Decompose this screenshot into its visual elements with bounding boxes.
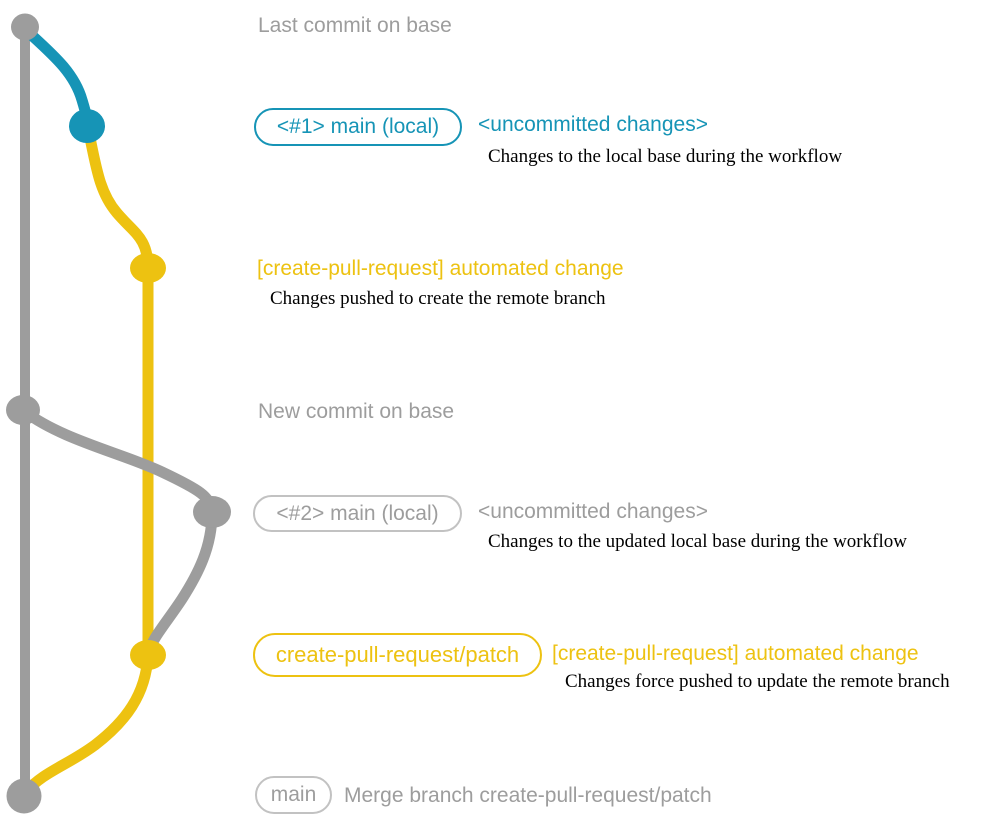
commit-description-3: Changes to the updated local base during… [488,531,907,552]
branch-badge-main-local-1-text: <#1> main (local) [276,115,440,138]
commit-dot-automated-1 [130,253,166,283]
commit-title-automated-1: [create-pull-request] automated change [257,257,624,280]
branch-badge-main-local-2-text: <#2> main (local) [276,501,439,525]
commit-dot-last-base [11,13,39,41]
branch-badge-main: main [255,776,332,814]
branch-badge-patch-text: create-pull-request/patch [275,642,520,667]
patch-merge-curve [20,649,154,798]
commit-description-1: Changes to the local base during the wor… [488,146,843,167]
branch-badge-main-local-1: <#1> main (local) [254,108,462,146]
updated-local-main-curve [18,405,218,660]
last-commit-label: Last commit on base [258,14,452,37]
commit-dot-new-base [6,395,40,425]
commit-dot-uncommitted-2 [193,496,231,528]
commit-description-4: Changes force pushed to update the remot… [565,671,950,692]
new-commit-label: New commit on base [258,400,455,423]
commit-description-2: Changes pushed to create the remote bran… [270,288,606,309]
branch-badge-main-text: main [270,783,317,806]
branch-badge-main-local-2: <#2> main (local) [253,495,462,532]
branch-badge-patch: create-pull-request/patch [253,633,542,677]
merge-commit-label: Merge branch create-pull-request/patch [344,784,712,807]
commit-title-automated-2: [create-pull-request] automated change [552,642,919,665]
commit-title-uncommitted-2: <uncommitted changes> [478,500,708,523]
commit-dot-automated-2 [130,640,166,670]
commit-title-uncommitted-1: <uncommitted changes> [478,113,708,136]
patch-branch-curve-top [82,122,154,274]
commit-dot-uncommitted-1 [69,109,105,143]
commit-dot-merge [6,778,42,814]
